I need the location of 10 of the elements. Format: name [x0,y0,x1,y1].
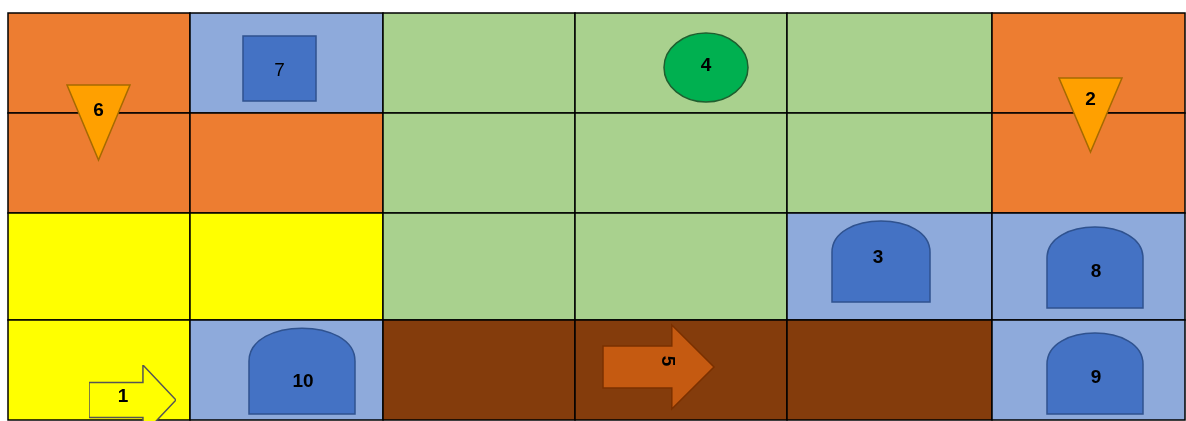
marker-number: 1 [117,385,129,408]
marker-number: 6 [93,98,104,121]
marker-number: 7 [274,58,285,81]
marker-number: 3 [872,246,884,269]
marker-number: 9 [1090,365,1102,388]
marker-number: 2 [1085,87,1096,110]
marker-number: 5 [657,355,680,367]
marker-number: 10 [292,369,314,392]
marker-number: 8 [1090,259,1102,282]
marker-number: 4 [700,54,712,77]
